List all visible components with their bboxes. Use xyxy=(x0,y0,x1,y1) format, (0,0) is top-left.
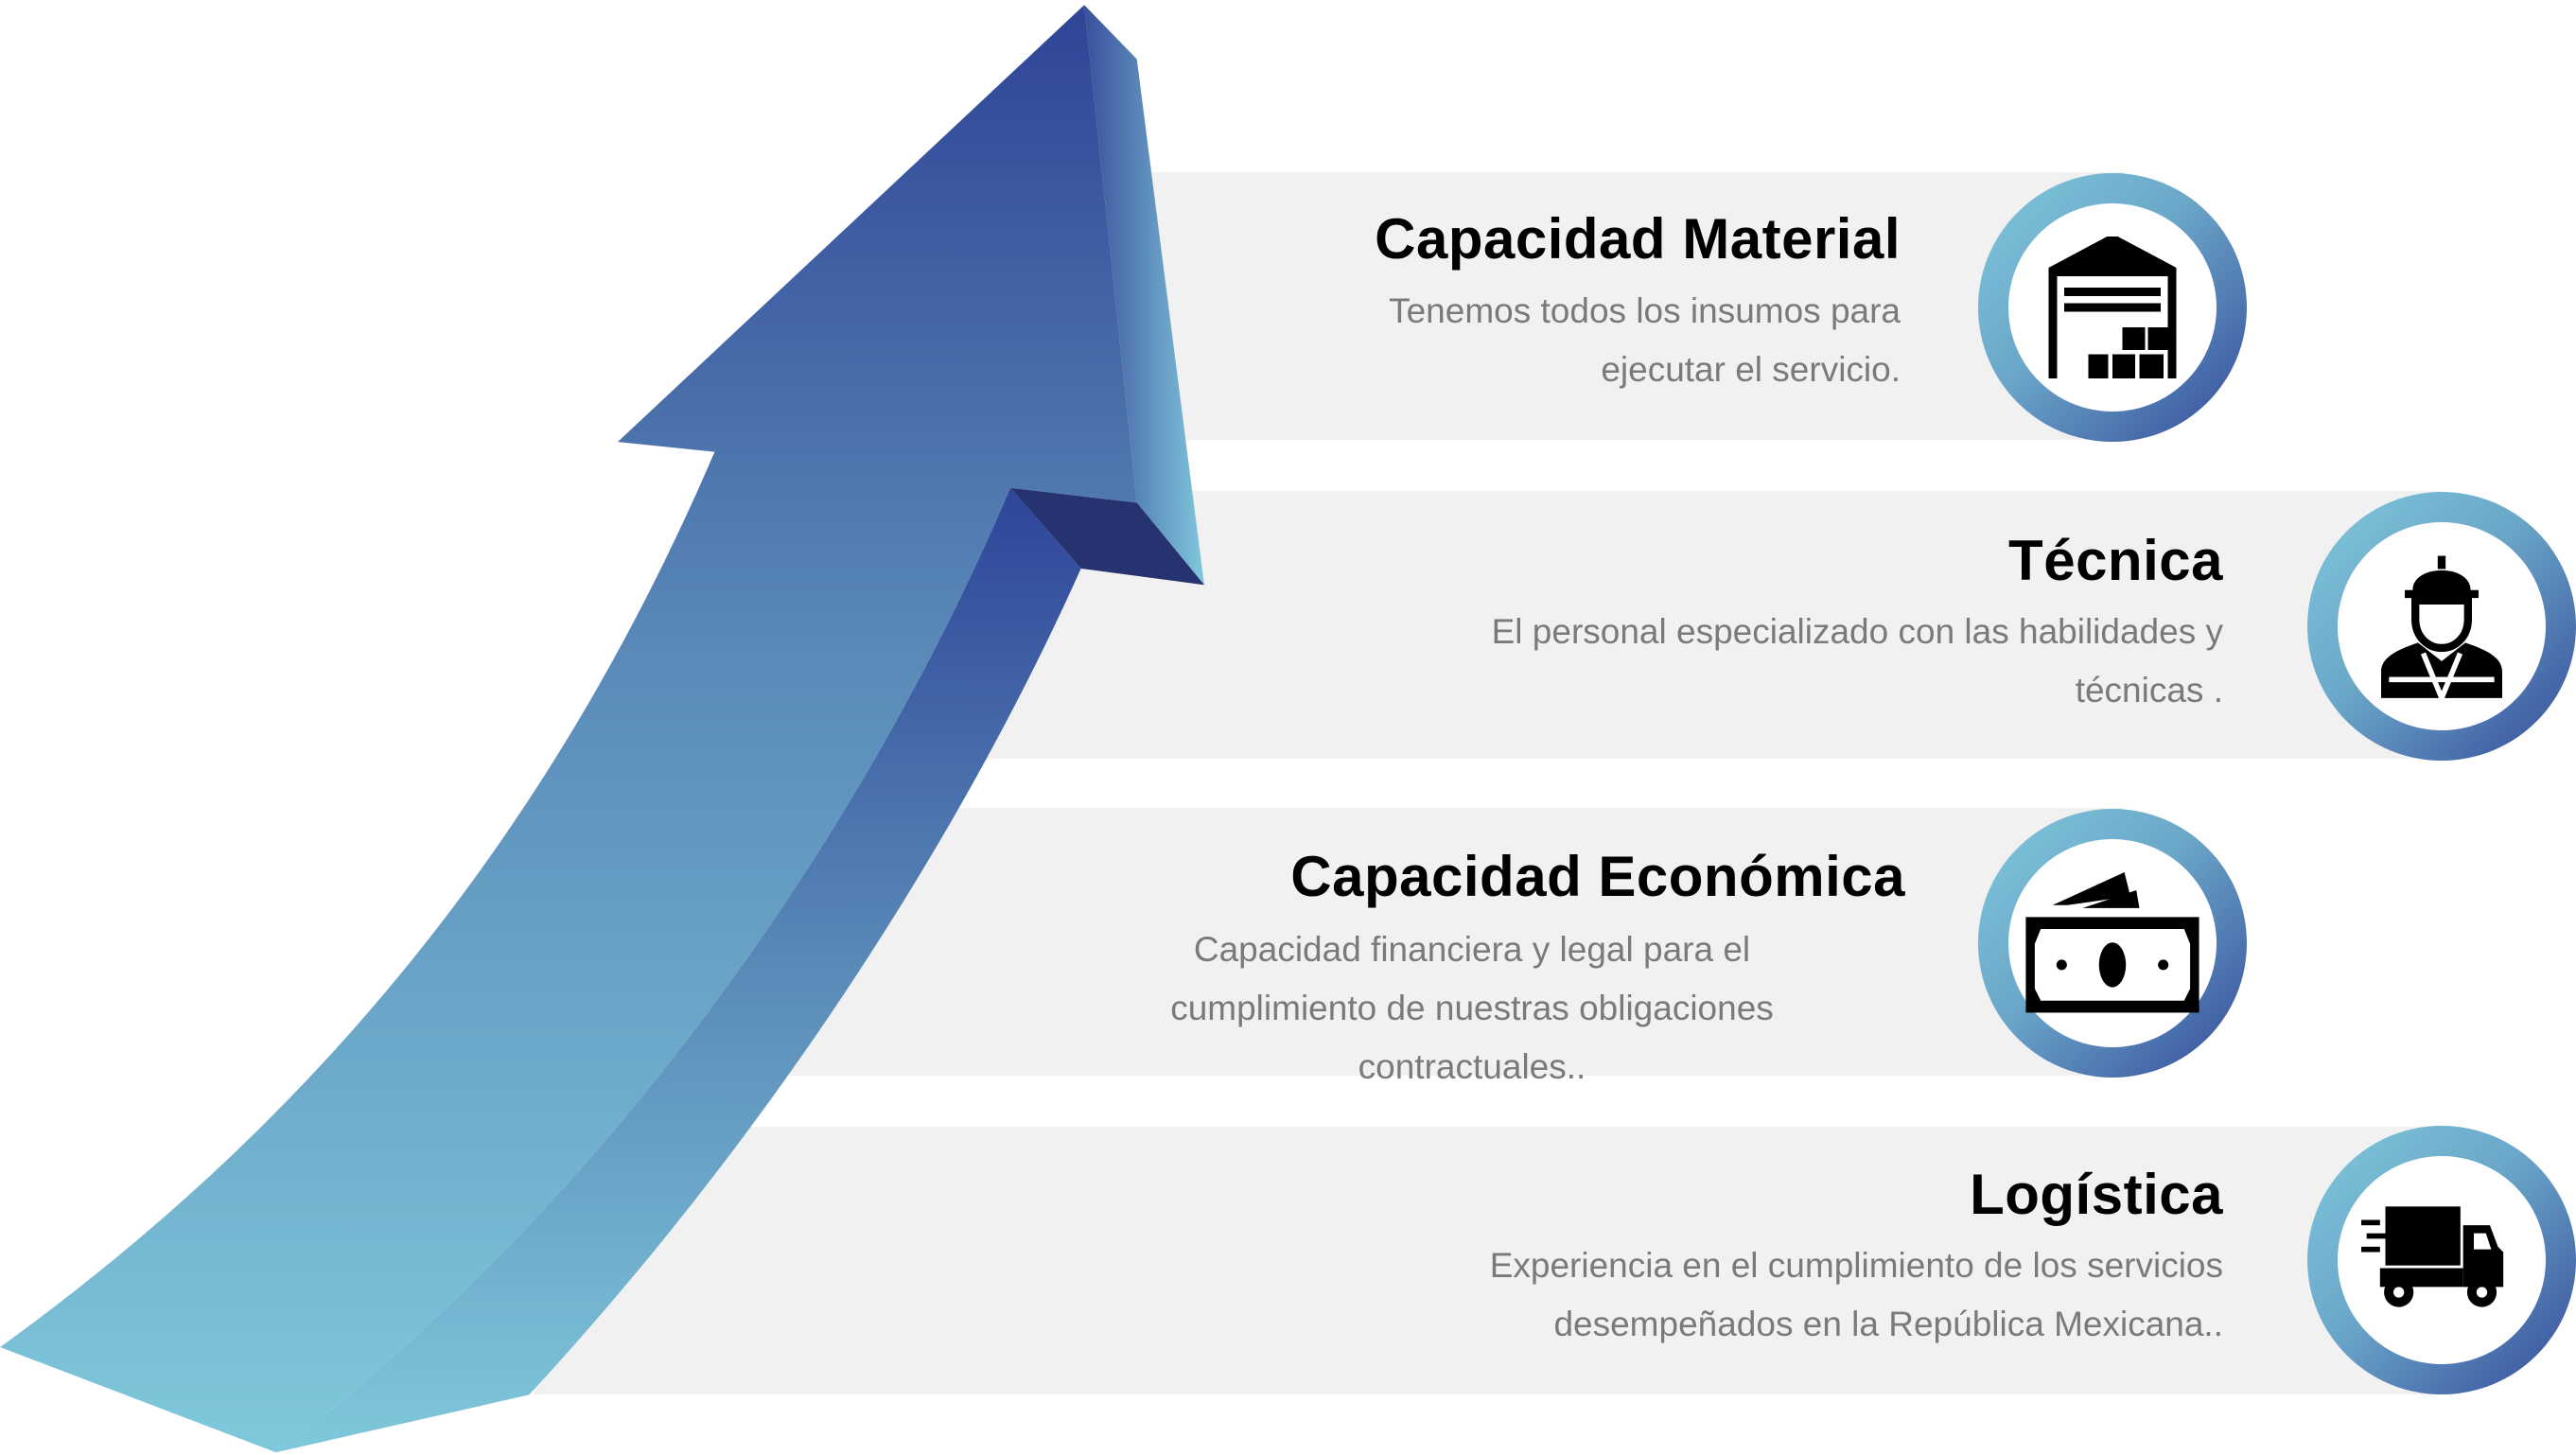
title-tecnica: Técnica xyxy=(2008,529,2223,592)
band-tecnica xyxy=(986,491,2443,759)
desc-logistica-line2: desempeñados en la República Mexicana.. xyxy=(1553,1305,2223,1343)
desc-capacidad-material-line1: Tenemos todos los insumos para xyxy=(1389,291,1901,330)
desc-tecnica-line1: El personal especializado con las habili… xyxy=(1491,612,2223,651)
desc-capacidad-economica-line2: cumplimiento de nuestras obligaciones xyxy=(1170,989,1774,1027)
warehouse-icon xyxy=(2048,237,2177,378)
title-capacidad-economica: Capacidad Económica xyxy=(1290,845,1905,908)
title-logistica: Logística xyxy=(1970,1163,2223,1226)
desc-capacidad-material-line2: ejecutar el servicio. xyxy=(1601,350,1901,389)
desc-tecnica-line2: técnicas . xyxy=(2075,671,2223,710)
arrow-shaft-side xyxy=(275,487,1081,1453)
desc-capacidad-economica-line1: Capacidad financiera y legal para el xyxy=(1193,930,1751,969)
title-capacidad-material: Capacidad Material xyxy=(1375,207,1901,271)
icon-ring-logistica xyxy=(2307,1126,2576,1394)
band-logistica xyxy=(534,1127,2445,1394)
arrow-head-side xyxy=(1084,5,1204,586)
arrow-head-bottom xyxy=(1010,487,1204,586)
band-capacidad-economica xyxy=(789,808,2123,1076)
money-icon xyxy=(2025,872,2199,1013)
band-capacidad-material xyxy=(1150,172,2125,440)
worker-icon xyxy=(2381,555,2502,702)
icon-ring-material xyxy=(1978,173,2247,442)
desc-logistica-line1: Experiencia en el cumplimiento de los se… xyxy=(1489,1246,2223,1285)
arrow-front-face xyxy=(0,5,1137,1453)
truck-icon xyxy=(2361,1206,2504,1307)
desc-capacidad-economica-line3: contractuales.. xyxy=(1358,1047,1586,1086)
icon-ring-tecnica xyxy=(2307,492,2576,761)
icon-ring-economica xyxy=(1978,809,2247,1078)
